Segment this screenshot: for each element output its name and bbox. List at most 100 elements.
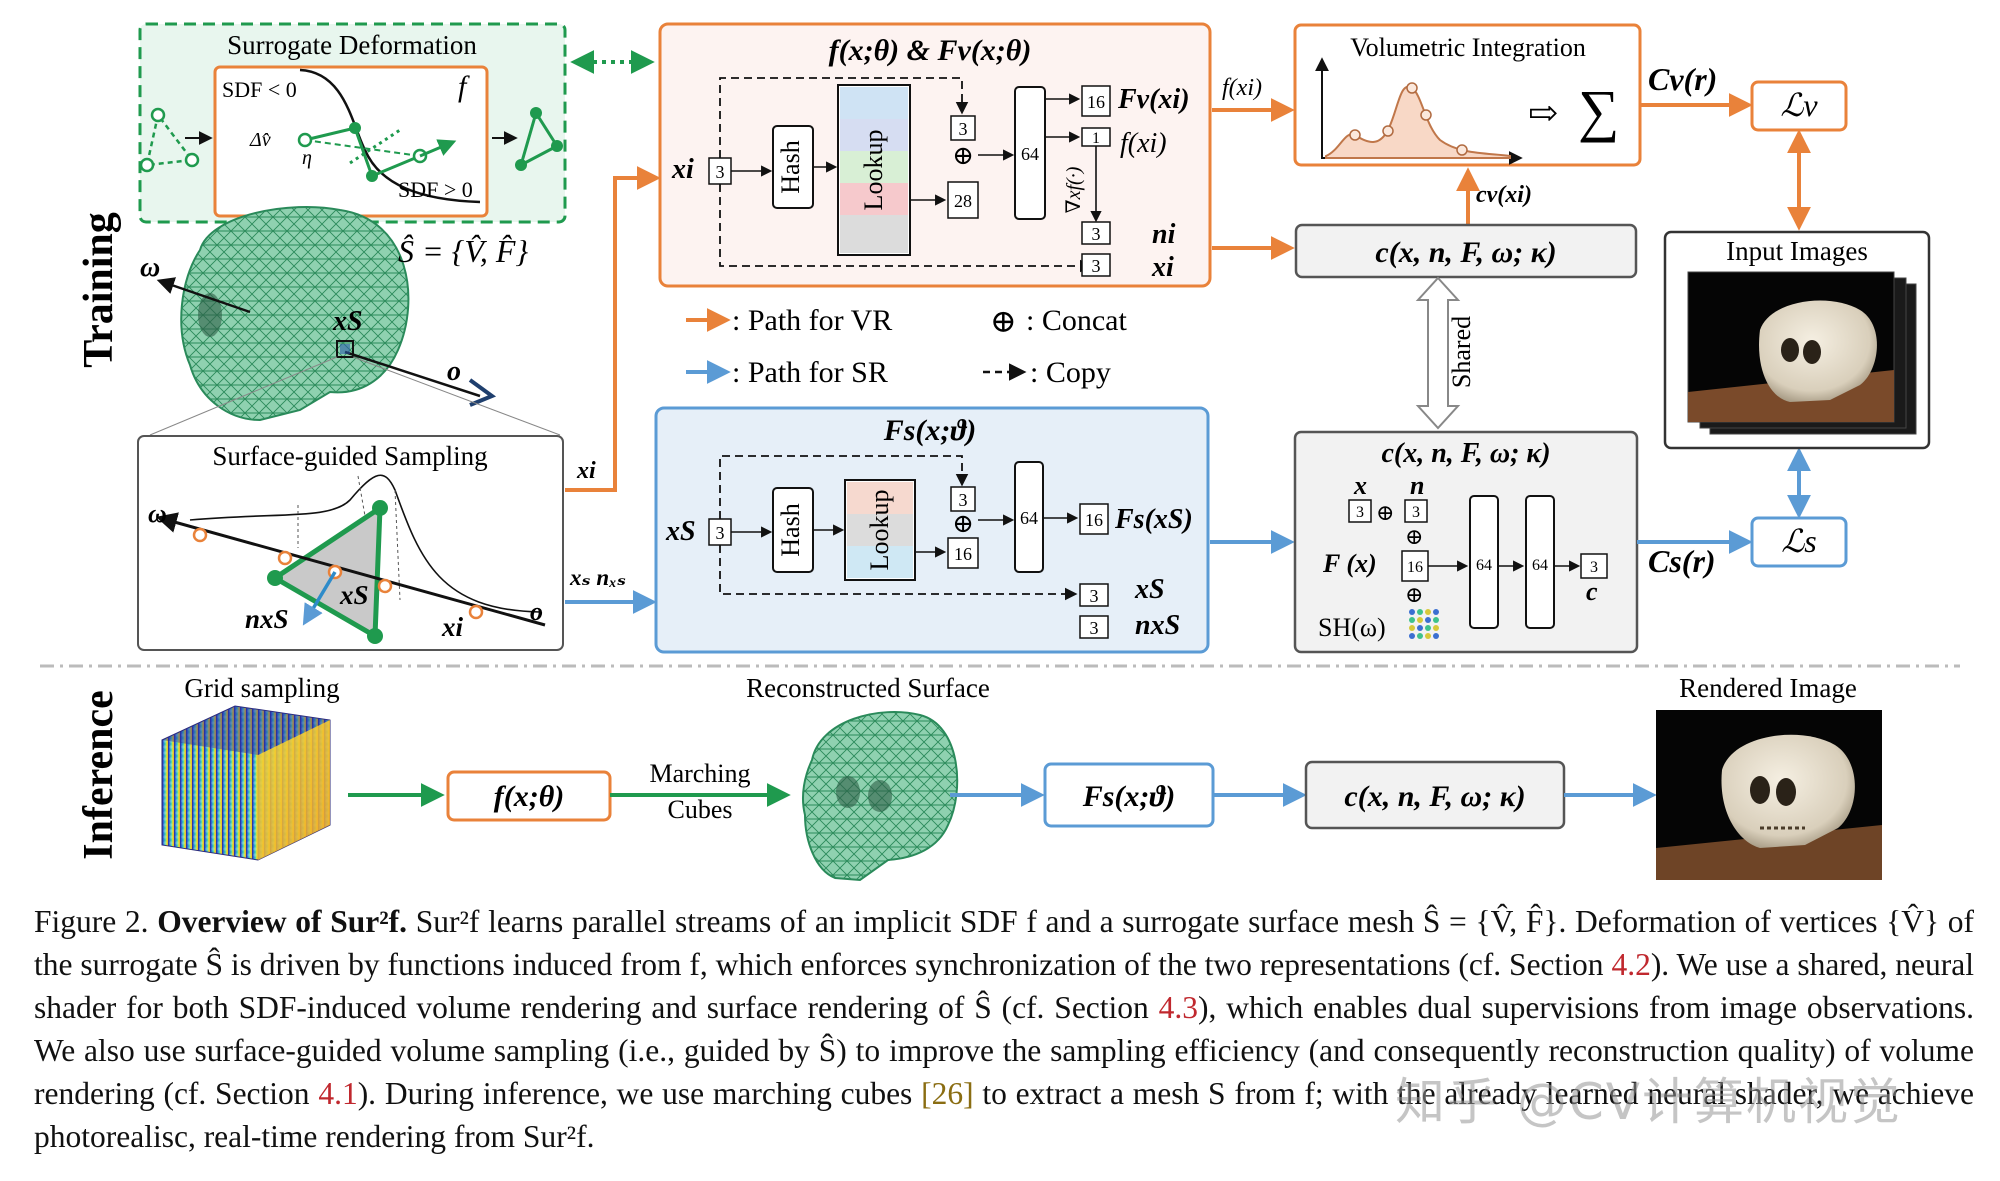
caption-text-4: ). During inference, we use marching cub… [357, 1076, 913, 1111]
sr-out-n: nxS [1135, 610, 1180, 641]
caption-ref-4-1[interactable]: 4.1 [318, 1076, 358, 1111]
inference-shader: c(x, n, F, ω; κ) [1344, 780, 1525, 813]
delta-v-label: Δv̂ [249, 129, 271, 151]
shader-network: c(x, n, F, ω; κ) x n 3 ⊕ 3 ⊕ F (x) 16 ⊕ … [1293, 430, 1639, 654]
figure-caption: Figure 2. Overview of Sur²f. Sur²f learn… [34, 900, 1974, 1158]
caption-text-2: ). We use a shared, neural shader for bo… [34, 947, 1974, 1025]
vr-network: f(x;θ) & Fv(x;θ) xi 3 Hash Lookup 3 ⊕ 28… [658, 22, 1212, 288]
surface-sampling-panel: Surface-guided Sampling ω nxS xS xi o [137, 435, 564, 651]
caption-title: Overview of Sur²f. [157, 904, 408, 939]
vr-dim-n: 3 [1092, 224, 1101, 244]
sr-dim-copy: 3 [959, 490, 968, 510]
rendered-title: Rendered Image [1679, 673, 1857, 703]
legend-copy: : Copy [1030, 356, 1111, 389]
shader-concat-2: ⊕ [1405, 524, 1423, 549]
vr-out-x: xi [1151, 252, 1174, 283]
caption-ref-4-2[interactable]: 4.2 [1611, 947, 1651, 982]
caption-text-1: Sur²f learns parallel streams of an impl… [34, 904, 1975, 982]
shader-x: x [1353, 471, 1367, 500]
reconstructed-title: Reconstructed Surface [746, 673, 990, 703]
caption-cite-26[interactable]: [26] [921, 1076, 974, 1111]
sr-dim-n: 3 [1090, 618, 1099, 638]
overview-figure: Training Inference Surrogate Deformation… [40, 22, 1960, 882]
shader-c: c [1586, 577, 1598, 606]
shader-n: n [1410, 471, 1424, 500]
sr-net-title: Fs(x;ϑ) [883, 414, 976, 447]
caption-ref-4-3[interactable]: 4.3 [1158, 990, 1199, 1025]
shader-dim-n: 3 [1412, 504, 1420, 521]
mesh-xs: xS [332, 306, 363, 337]
shader-F: F (x) [1322, 549, 1377, 578]
cubes-label: Cubes [668, 795, 733, 824]
cv-output: Cv(r) [1648, 61, 1717, 97]
vr-grad: ∇xf(·) [1063, 166, 1085, 213]
shared-label: Shared [1447, 316, 1476, 388]
vr-net-title: f(x;θ) & Fv(x;θ) [829, 34, 1032, 67]
input-images-title: Input Images [1726, 236, 1868, 266]
mesh-omega: ω [140, 252, 160, 283]
sampling-origin: o [530, 597, 543, 626]
loss-s: ℒs [1781, 523, 1817, 559]
sr-lookup: Lookup [865, 490, 894, 571]
caption-text-5: to extract a mesh S from f; with the alr… [34, 1076, 1974, 1154]
shader-top-box [1294, 223, 1638, 279]
shader-concat-1: ⊕ [1376, 500, 1394, 525]
vr-concat: ⊕ [952, 141, 974, 170]
sampling-xs: xS [339, 580, 369, 610]
vr-out-n: ni [1152, 219, 1176, 250]
vr-dim-copy: 3 [959, 119, 968, 139]
vr-dim-x: 3 [1092, 256, 1101, 276]
shader-dim-x: 3 [1356, 504, 1364, 521]
eta-label: η [302, 147, 312, 169]
implies-arrow: ⇨ [1528, 93, 1558, 133]
vr-out-f: f(xi) [1120, 128, 1167, 159]
sr-input-xs: xS [665, 516, 696, 547]
vr-f-label: f(xi) [1222, 75, 1262, 101]
vr-dim-1: 1 [1092, 130, 1100, 147]
volume-title: Volumetric Integration [1350, 33, 1586, 62]
input-images-panel: Input Images [1663, 230, 1931, 450]
sr-dim-16b: 16 [1085, 510, 1103, 530]
sr-hash: Hash [776, 503, 805, 556]
sr-dim-x: 3 [1090, 586, 1099, 606]
sr-concat: ⊕ [952, 509, 974, 538]
caption-text-3: ), which enables dual supervisions from … [34, 990, 1974, 1111]
legend-vr: : Path for VR [732, 304, 892, 337]
grid-sampling-title: Grid sampling [184, 673, 339, 703]
sr-out-Fs: Fs(xS) [1114, 504, 1193, 535]
cs-output: Cs(r) [1648, 543, 1716, 579]
shader-dim-out: 3 [1590, 559, 1598, 576]
vr-lookup: Lookup [859, 130, 888, 211]
sr-dim-16a: 16 [954, 544, 972, 564]
legend: : Path for VR : Path for SR ⊕ : Concat :… [686, 303, 1127, 389]
cv-xi-label: cv(xi) [1476, 182, 1532, 208]
training-label: Training [76, 212, 122, 368]
sampling-normal: nxS [245, 604, 289, 634]
legend-concat: : Concat [1026, 304, 1127, 337]
vr-dim-28: 28 [954, 191, 972, 211]
loss-v: ℒv [1780, 87, 1818, 123]
inference-label: Inference [76, 690, 122, 860]
sdf-positive: SDF > 0 [398, 177, 473, 202]
vr-out-Fv: Fv(xi) [1117, 84, 1190, 115]
caption-fig-number: Figure 2. [34, 904, 149, 939]
vr-dim-16: 16 [1087, 92, 1105, 112]
mesh-origin: o [447, 356, 461, 387]
sr-path-xs-label: xₛ nₓₛ [569, 565, 626, 590]
inference-row: Grid sampling f(x;θ) Marching Cubes Reco… [161, 673, 1882, 882]
shared-link: Shared [1415, 276, 1476, 430]
vr-dim-64: 64 [1021, 144, 1039, 164]
inference-Fs: Fs(x;ϑ) [1082, 780, 1175, 813]
shader-dim-64b: 64 [1532, 557, 1548, 574]
shader-dim-16: 16 [1407, 559, 1423, 576]
legend-sr: : Path for SR [732, 356, 888, 389]
marching-label: Marching [649, 759, 750, 788]
sampling-omega: ω [148, 499, 167, 528]
vr-input-xi: xi [671, 154, 694, 185]
sh-dots [1409, 609, 1439, 639]
surrogate-deformation-panel: Surrogate Deformation SDF < 0 SDF > 0 f … [138, 22, 567, 224]
shader-concat-3: ⊕ [1405, 582, 1423, 607]
shader-sh: SH(ω) [1318, 613, 1386, 642]
shader-title: c(x, n, F, ω; κ) [1381, 438, 1550, 469]
vr-path-xi-label: xi [576, 458, 596, 484]
